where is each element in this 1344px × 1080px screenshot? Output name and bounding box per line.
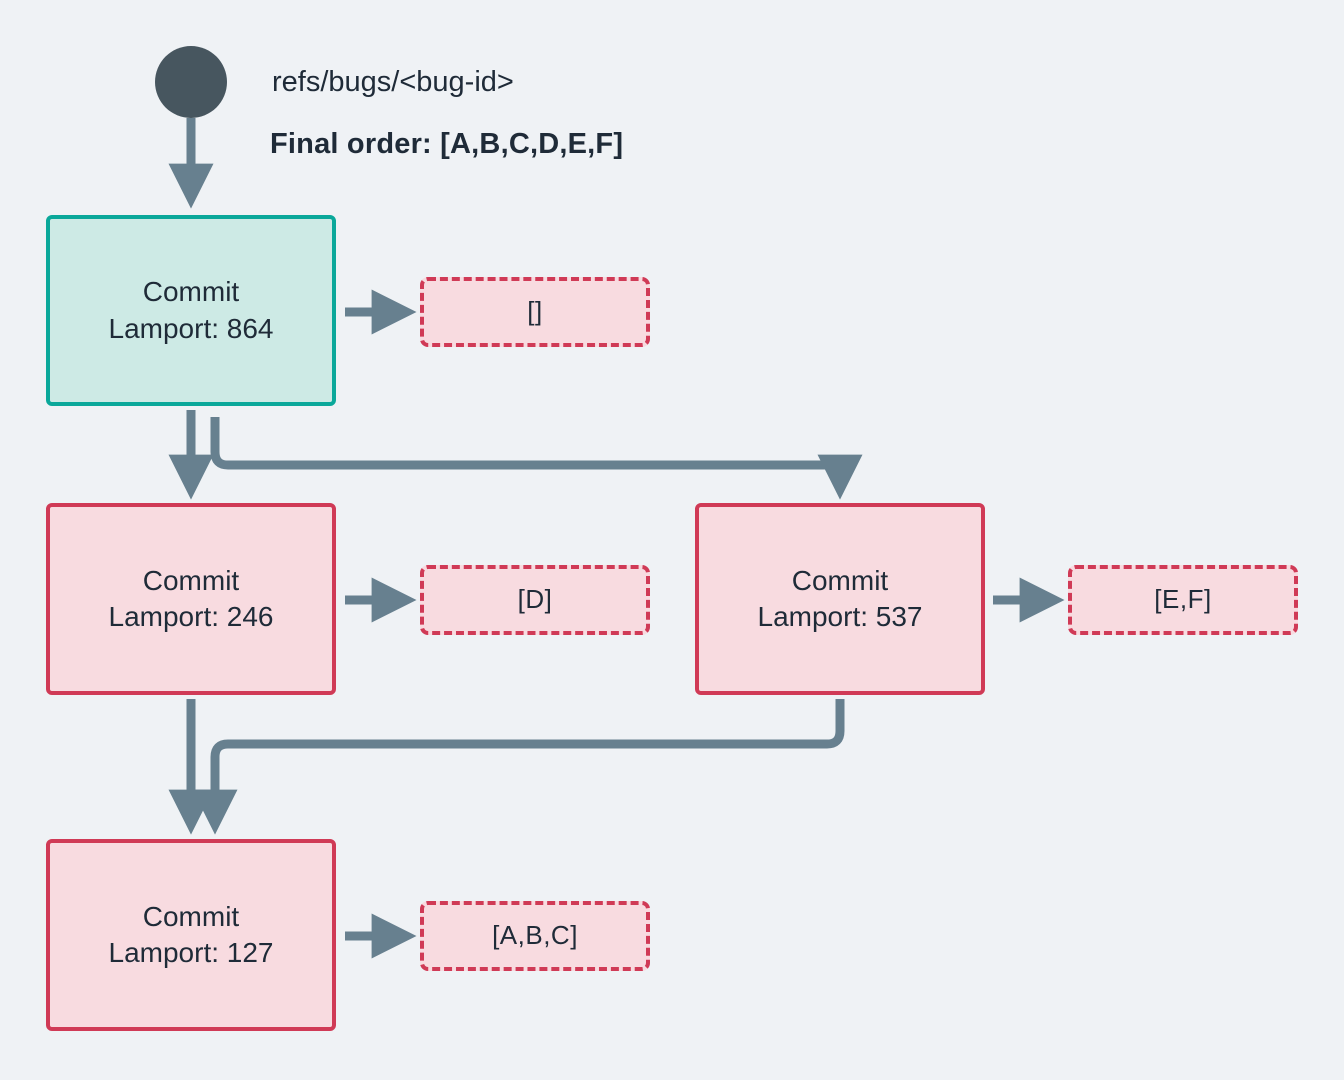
commit-title: Commit	[142, 900, 240, 932]
ops-value: [D]	[517, 584, 553, 615]
commit-lamport: Lamport: 864	[108, 312, 274, 344]
edge-commit537-to-commit127	[192, 699, 845, 835]
commit-title: Commit	[791, 564, 889, 596]
commit-title: Commit	[142, 564, 240, 596]
ops-node-864[interactable]: []	[420, 277, 650, 347]
commit-node-537[interactable]: Commit Lamport: 537	[695, 503, 985, 695]
final-order-label: Final order: [A,B,C,D,E,F]	[270, 128, 624, 160]
ops-value: []	[527, 296, 543, 327]
ops-value: [A,B,C]	[492, 920, 578, 951]
commit-node-864[interactable]: Commit Lamport: 864	[46, 215, 336, 406]
ref-path-label: refs/bugs/<bug-id>	[272, 66, 514, 98]
ops-node-127[interactable]: [A,B,C]	[420, 901, 650, 971]
commit-node-127[interactable]: Commit Lamport: 127	[46, 839, 336, 1031]
ops-node-246[interactable]: [D]	[420, 565, 650, 635]
commit-lamport: Lamport: 537	[757, 601, 923, 632]
ops-node-537[interactable]: [E,F]	[1068, 565, 1298, 635]
commit-title: Commit	[142, 276, 240, 308]
commit-lamport: Lamport: 246	[108, 601, 274, 632]
ops-value: [E,F]	[1154, 584, 1212, 615]
commit-lamport: Lamport: 127	[108, 937, 274, 968]
root-circle-node[interactable]	[155, 46, 227, 118]
edge-commit864-to-commit537	[210, 417, 863, 500]
commit-node-246[interactable]: Commit Lamport: 246	[46, 503, 336, 695]
